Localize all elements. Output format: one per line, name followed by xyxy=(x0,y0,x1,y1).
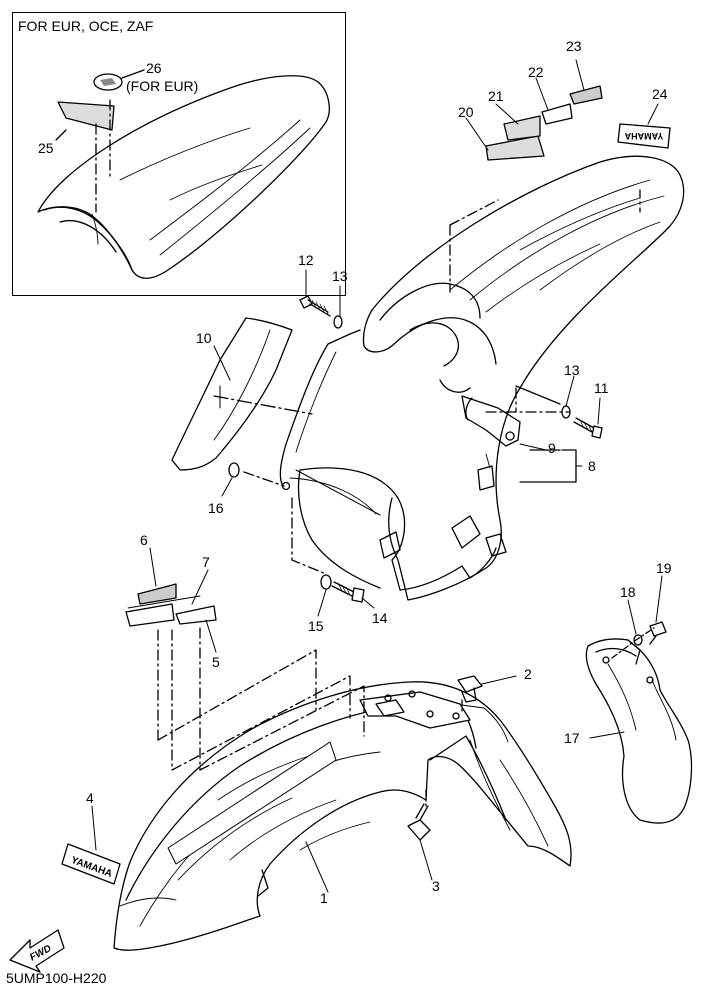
rear-yamaha-decal-text: YAMAHA xyxy=(624,131,663,141)
callout-13b: 13 xyxy=(564,362,580,378)
callout-21: 21 xyxy=(488,88,504,104)
inset-frame xyxy=(12,12,346,296)
callout-4: 4 xyxy=(86,790,94,806)
callout-1: 1 xyxy=(320,890,328,906)
inset-note: (FOR EUR) xyxy=(126,78,199,94)
callout-13a: 13 xyxy=(332,268,348,284)
fwd-arrow-icon: FWD xyxy=(9,929,65,973)
callout-leaders xyxy=(91,59,663,893)
callout-17: 17 xyxy=(564,730,580,746)
inset-title: FOR EUR, OCE, ZAF xyxy=(18,18,154,34)
callout-22: 22 xyxy=(528,64,544,80)
callout-25: 25 xyxy=(38,140,54,156)
callout-14: 14 xyxy=(372,610,388,626)
callout-12: 12 xyxy=(298,252,314,268)
callout-9: 9 xyxy=(548,440,556,456)
callout-24: 24 xyxy=(652,86,668,102)
callout-23: 23 xyxy=(566,38,582,54)
front-fender: YAMAHA xyxy=(61,583,572,951)
callout-20: 20 xyxy=(458,104,474,120)
callout-18: 18 xyxy=(620,584,636,600)
callout-8: 8 xyxy=(588,458,596,474)
callout-10: 10 xyxy=(196,330,212,346)
side-cover xyxy=(171,317,313,471)
hardware-upper xyxy=(228,295,603,603)
callout-26: 26 xyxy=(146,60,162,76)
rear-fender xyxy=(279,155,685,601)
callout-11: 11 xyxy=(594,380,609,396)
diagram-code: 5UMP100-H220 xyxy=(6,970,107,986)
callout-5: 5 xyxy=(212,654,220,670)
callout-3: 3 xyxy=(432,878,440,894)
callout-16: 16 xyxy=(208,500,224,516)
fork-guard xyxy=(585,621,693,824)
callout-2: 2 xyxy=(524,666,532,682)
callout-19: 19 xyxy=(656,560,672,576)
inset-rear-fender xyxy=(37,69,330,279)
callout-6: 6 xyxy=(140,532,148,548)
callout-7: 7 xyxy=(202,554,210,570)
callout-15: 15 xyxy=(308,618,324,634)
rear-decals: YAMAHA xyxy=(449,85,671,293)
